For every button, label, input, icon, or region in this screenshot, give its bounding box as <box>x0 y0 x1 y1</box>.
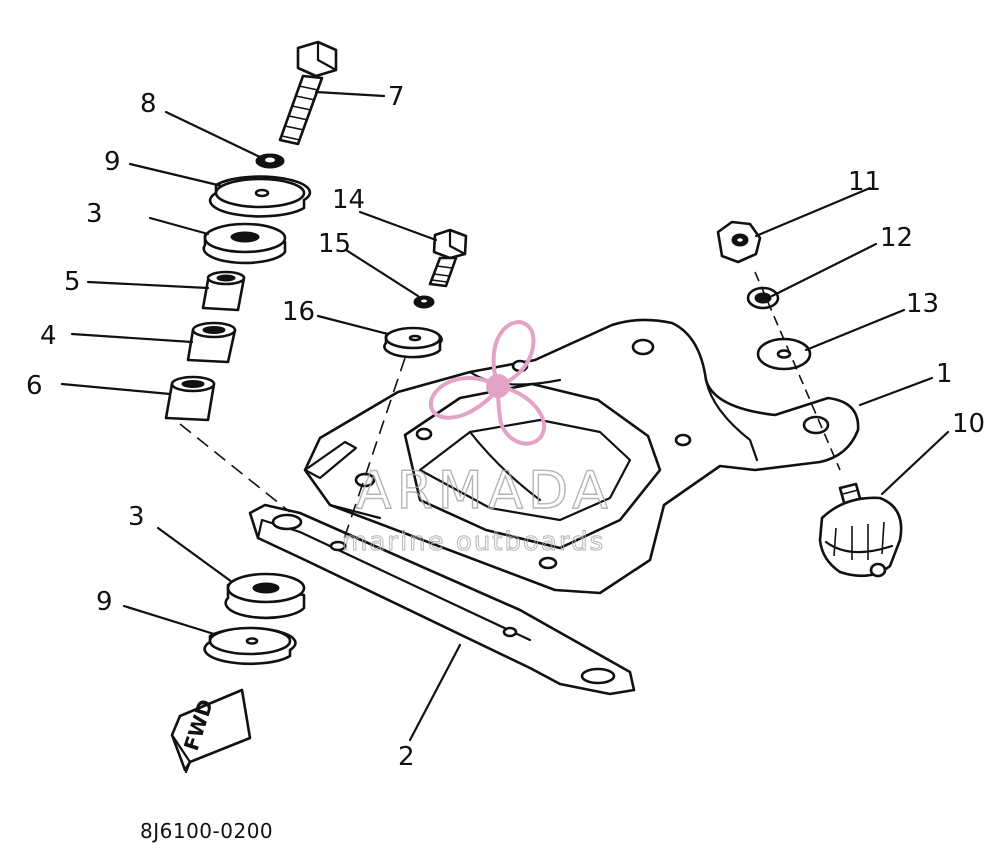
callout-10: 10 <box>952 409 985 439</box>
callout-8: 8 <box>140 89 157 119</box>
callout-12: 12 <box>880 223 913 253</box>
bolt-stack-center <box>341 228 468 546</box>
leader-lines <box>60 90 950 742</box>
callout-7: 7 <box>388 82 405 112</box>
callout-11: 11 <box>848 167 881 197</box>
callout-1: 1 <box>936 359 953 389</box>
fwd-indicator: FWD <box>170 688 252 774</box>
armada-watermark: ARMADA marine outboards <box>342 319 613 558</box>
callout-3-bottom: 3 <box>128 502 145 532</box>
callout-14: 14 <box>332 185 365 215</box>
callout-9-top: 9 <box>104 147 121 177</box>
bracket-plate <box>303 318 860 595</box>
callout-9-bottom: 9 <box>96 587 113 617</box>
callout-labels: 1 2 3 3 4 5 6 7 8 9 9 10 11 12 13 14 15 … <box>26 82 985 772</box>
callout-5: 5 <box>64 267 81 297</box>
part-code: 8J6100-0200 <box>140 819 273 843</box>
callout-2: 2 <box>398 742 415 772</box>
bolt-stack-left <box>164 40 338 513</box>
callout-15: 15 <box>318 229 351 259</box>
callout-6: 6 <box>26 371 43 401</box>
lower-washers <box>203 572 306 666</box>
lower-bar <box>248 503 636 696</box>
watermark-tagline: marine outboards <box>342 527 605 557</box>
callout-4: 4 <box>40 321 57 351</box>
propeller-logo-icon <box>428 319 547 446</box>
mount-stack-right <box>716 220 903 578</box>
watermark-brand: ARMADA <box>356 461 613 521</box>
callout-3-top: 3 <box>86 199 103 229</box>
callout-16: 16 <box>282 297 315 327</box>
callout-13: 13 <box>906 289 939 319</box>
